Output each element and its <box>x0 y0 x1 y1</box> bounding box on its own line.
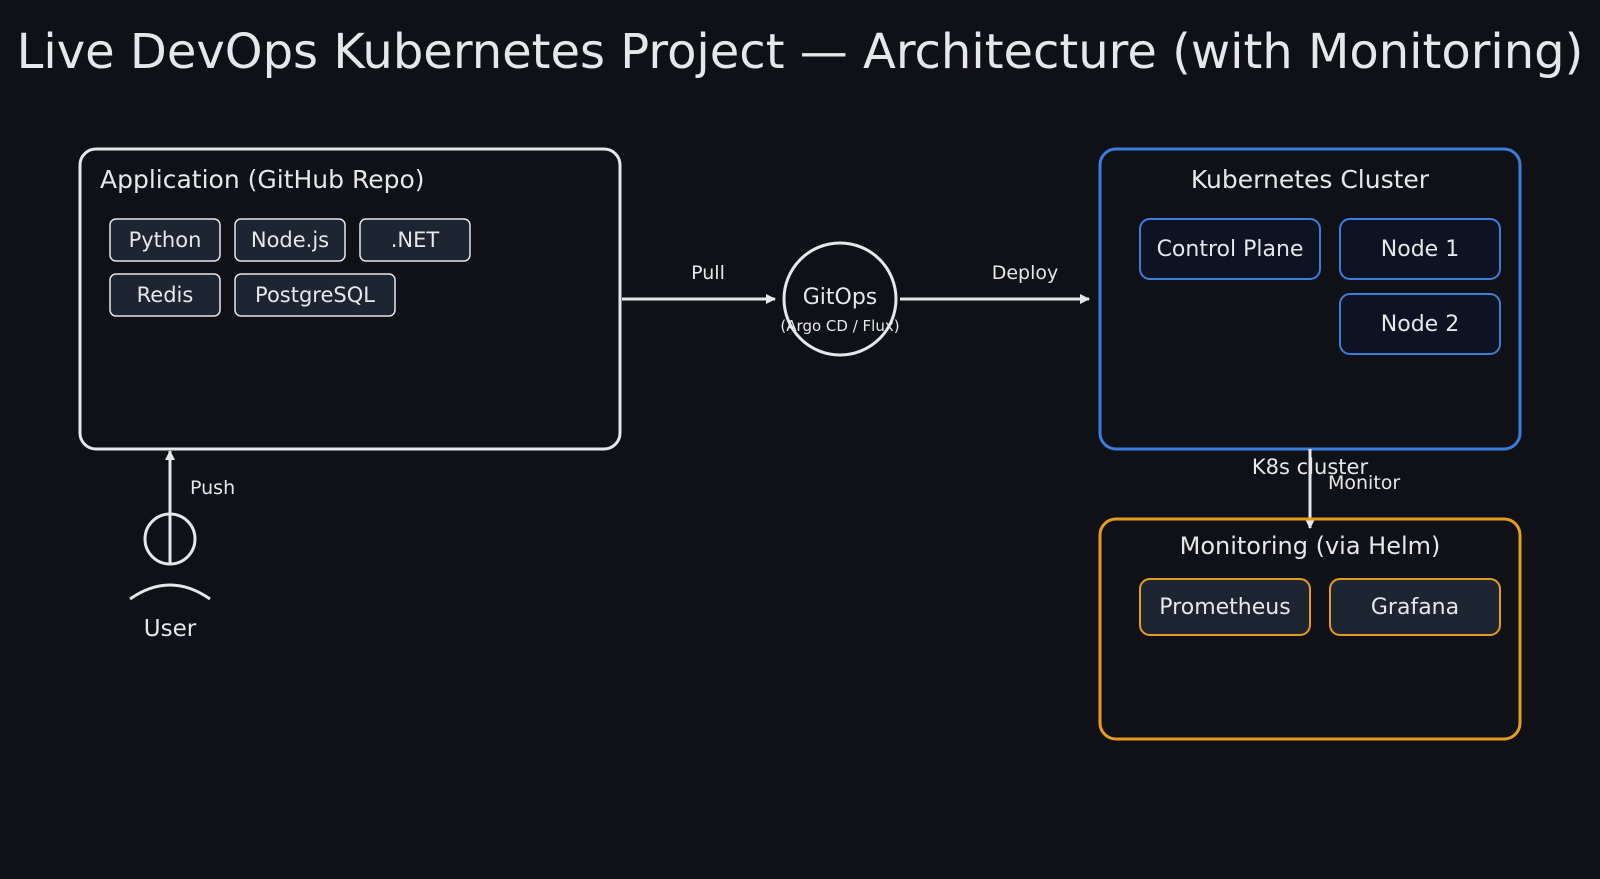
user-shoulders-icon <box>129 583 211 601</box>
chip-postgresql-box <box>234 273 396 317</box>
monitoring-title: Monitoring (via Helm) <box>1180 532 1441 560</box>
deploy-label: Deploy <box>992 262 1059 284</box>
user-label: User <box>144 616 197 642</box>
chip-redis: Redis <box>137 283 194 307</box>
application-group: Application (GitHub Repo) Python Node.js… <box>78 147 622 451</box>
node1-label: Node 1 <box>1381 237 1459 262</box>
application-box <box>78 147 622 451</box>
chip-nodejs-box <box>234 218 346 262</box>
monitoring-box <box>1098 517 1522 741</box>
chip-nodejs: Node.js <box>251 228 329 252</box>
control-plane-label: Control Plane <box>1157 237 1304 262</box>
push-label: Push <box>190 477 235 499</box>
node2-box <box>1339 293 1501 355</box>
control-plane-box <box>1139 218 1321 280</box>
k8s-cluster-title: Kubernetes Cluster <box>1191 165 1430 194</box>
chip-python-box <box>109 218 221 262</box>
application-title: Application (GitHub Repo) <box>100 165 425 194</box>
user-figure: User <box>129 512 211 642</box>
monitoring-group: Monitoring (via Helm) Prometheus Grafana <box>1098 517 1522 741</box>
prometheus-label: Prometheus <box>1159 595 1290 620</box>
chip-python: Python <box>129 228 202 252</box>
gitops-circle <box>782 241 898 357</box>
pull-label: Pull <box>691 262 725 284</box>
page-title: Live DevOps Kubernetes Project — Archite… <box>17 24 1584 80</box>
chip-dotnet-box <box>359 218 471 262</box>
node1-box <box>1339 218 1501 280</box>
gitops-sublabel: (Argo CD / Flux) <box>780 317 899 335</box>
gitops-label: GitOps <box>803 285 878 310</box>
chip-dotnet: .NET <box>391 228 440 252</box>
chip-redis-box <box>109 273 221 317</box>
k8s-cluster-group: Kubernetes Cluster Control Plane Node 1 … <box>1098 147 1522 451</box>
k8s-cluster-caption: K8s cluster <box>1252 455 1369 479</box>
grafana-box <box>1329 578 1501 636</box>
gitops-node: GitOps (Argo CD / Flux) <box>780 241 900 357</box>
chip-postgresql: PostgreSQL <box>255 283 375 307</box>
monitor-label: Monitor <box>1328 472 1400 494</box>
prometheus-box <box>1139 578 1311 636</box>
grafana-label: Grafana <box>1371 595 1459 620</box>
node2-label: Node 2 <box>1381 312 1459 337</box>
